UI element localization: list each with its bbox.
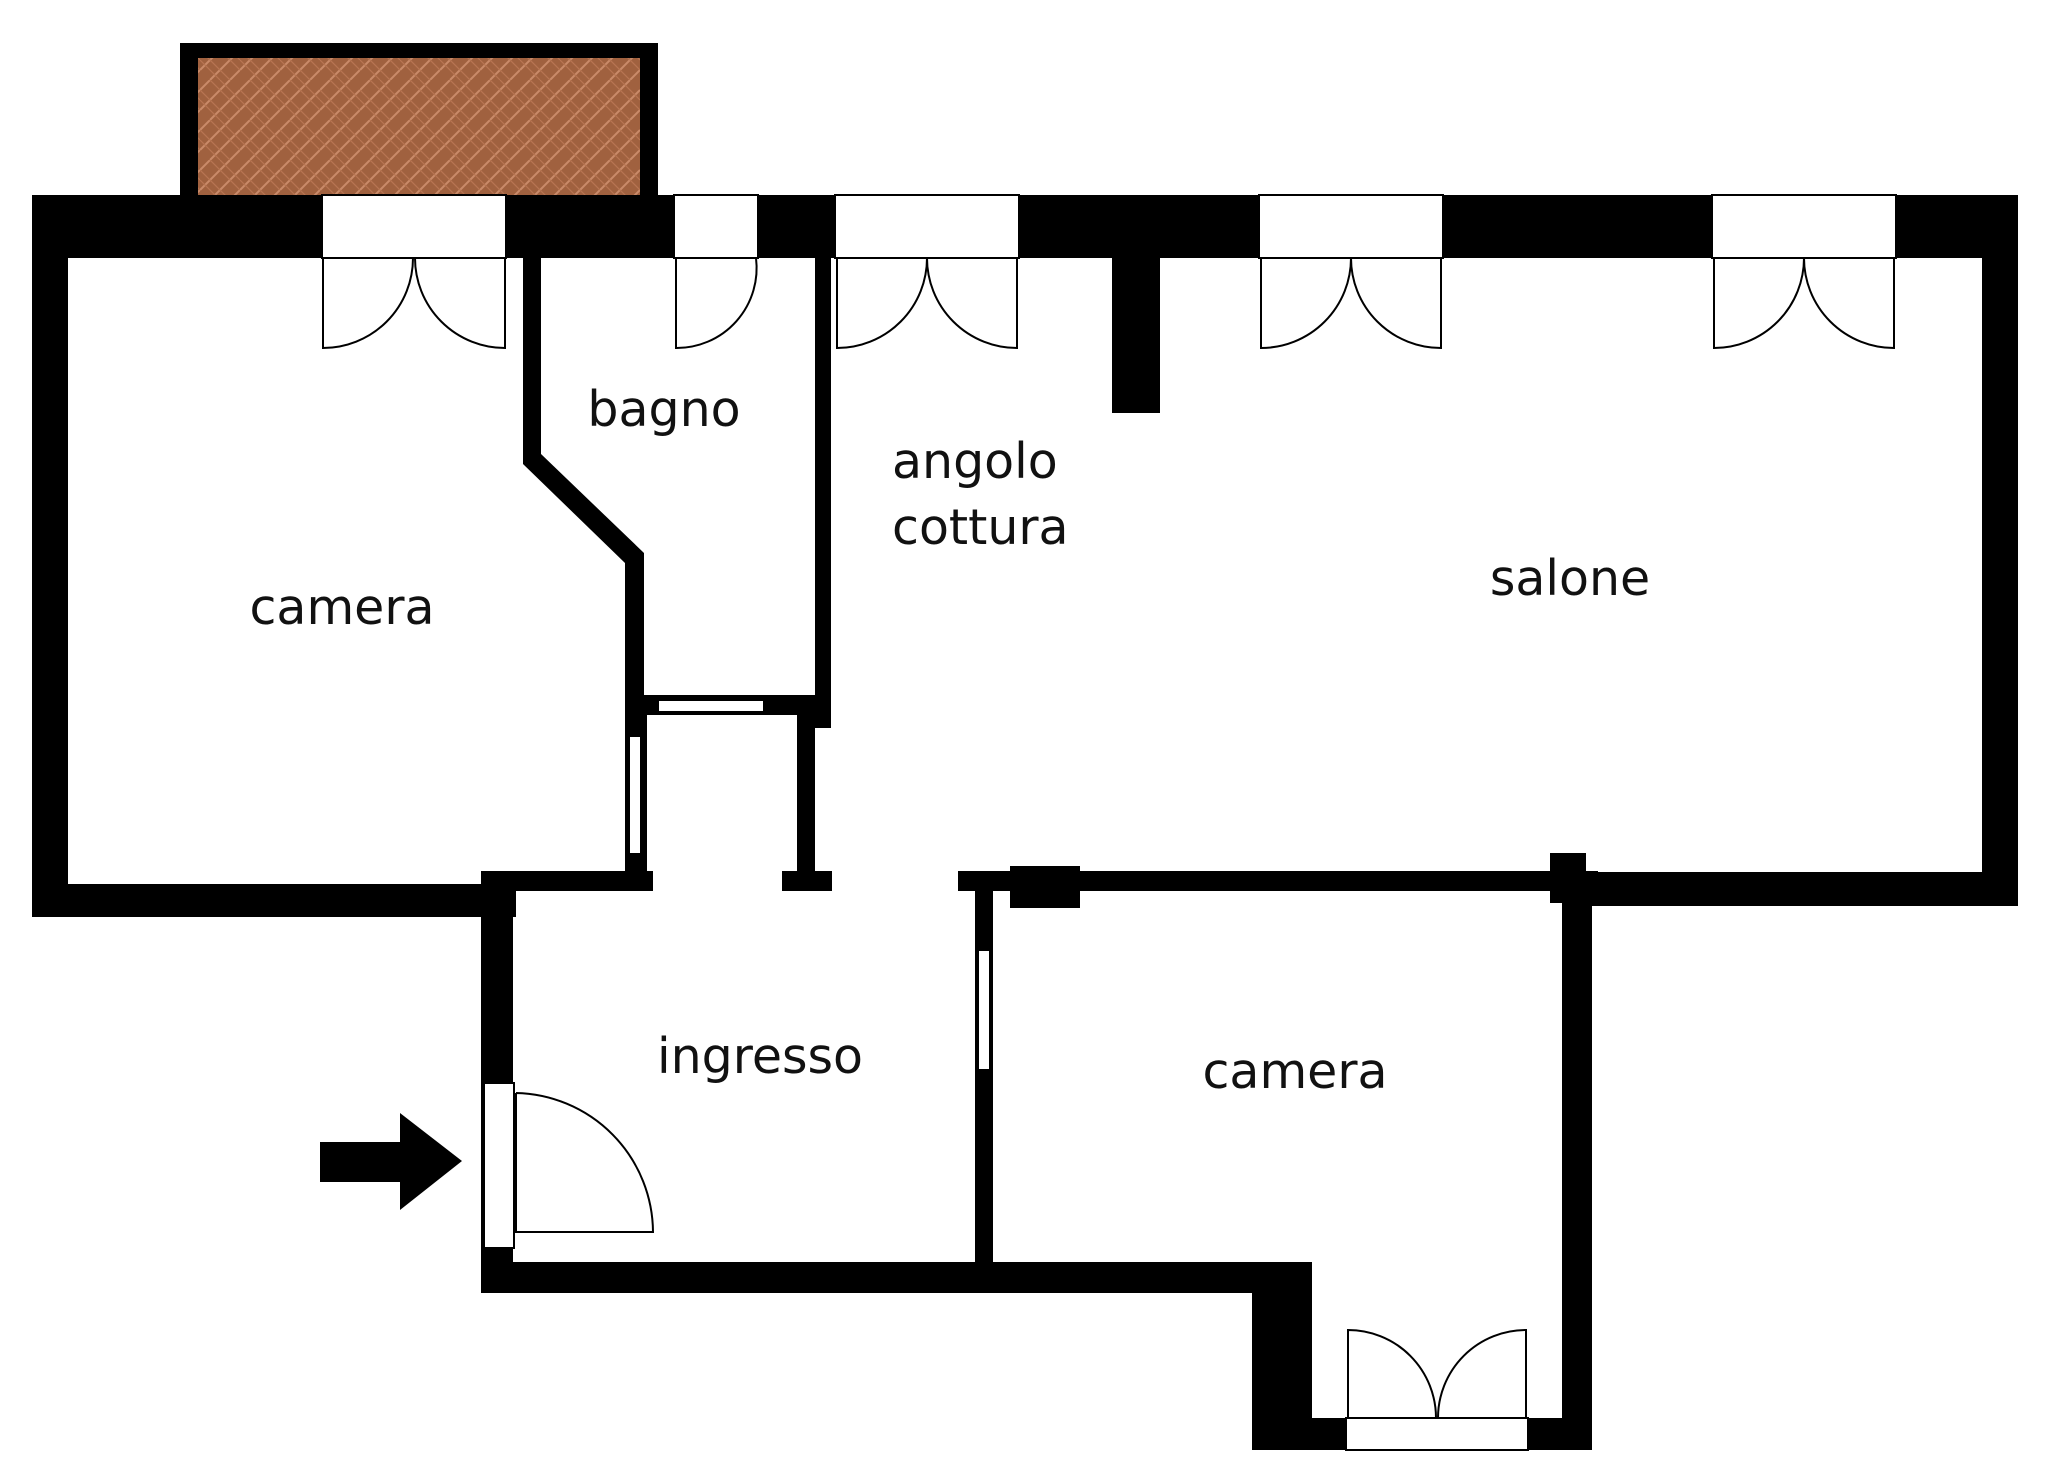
arrow-right-icon [320, 1113, 462, 1210]
wall-ingresso-top-right [958, 871, 1598, 891]
door-swing [1437, 1328, 1527, 1419]
entrance-door-swing [515, 1092, 655, 1233]
door-camera-left-slot [628, 735, 642, 855]
room-label-bagno: bagno [587, 381, 740, 438]
wall-post-2 [1550, 853, 1586, 903]
window-salone-1 [1258, 194, 1444, 259]
door-swing [1350, 257, 1442, 350]
wall-ingresso-bottom [481, 1262, 1311, 1293]
window-camera-left [321, 194, 507, 259]
windows [321, 194, 1897, 1451]
window-salone-2 [1711, 194, 1897, 259]
wall-ingresso-top-left [481, 871, 653, 891]
window-camera-right [1345, 1417, 1529, 1451]
door-swing [322, 257, 414, 350]
wall-bagno-diagonal [523, 258, 644, 703]
door-swing [926, 257, 1018, 350]
wall-ingresso-top-mid [782, 871, 832, 891]
pillar [1112, 258, 1160, 413]
room-label-cottura: cottura [892, 499, 1069, 556]
door-swing [414, 257, 506, 350]
room-label-salone: salone [1490, 550, 1650, 607]
room-label-camera-left: camera [249, 579, 434, 636]
wall-corridor-right [797, 712, 815, 872]
room-label-ingresso: ingresso [657, 1028, 863, 1085]
balcony [180, 43, 658, 198]
door-swing [675, 257, 758, 350]
window-angolo [834, 194, 1020, 259]
room-label-camera-right: camera [1202, 1043, 1387, 1100]
door-bagno-slot [657, 699, 765, 713]
door-swing [836, 257, 928, 350]
walls [32, 195, 2018, 1450]
entrance-door-frame [483, 1082, 515, 1249]
wall-camera-right-right [1562, 895, 1592, 1450]
door-swing [1260, 257, 1352, 350]
balcony-floor [198, 58, 640, 196]
wall-partition [975, 885, 993, 1265]
door-camera-right-slot [977, 949, 991, 1071]
door-swings [322, 257, 1895, 1419]
room-labels: camera bagno angolo cottura salone ingre… [249, 381, 1650, 1100]
wall-camera-left-bottom [32, 884, 516, 917]
wall-post-1 [1010, 866, 1080, 908]
wall-bagno-right [815, 258, 831, 728]
wall-left [32, 195, 68, 917]
wall-right [1982, 195, 2018, 906]
wall-salone-bottom [1570, 872, 2018, 906]
room-label-angolo: angolo [892, 433, 1058, 490]
window-bagno [673, 194, 759, 259]
door-swing [1713, 257, 1805, 350]
door-swing [1347, 1328, 1437, 1419]
door-swing [1803, 257, 1895, 350]
